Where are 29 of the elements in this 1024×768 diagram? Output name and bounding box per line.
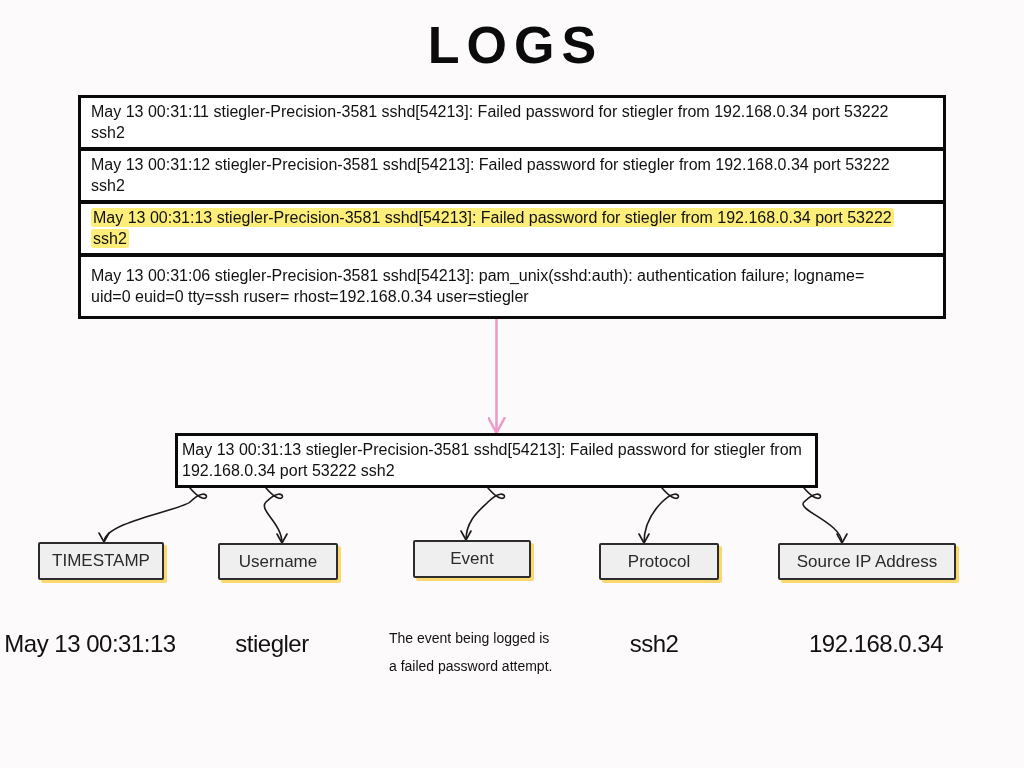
field-tag [413,540,531,578]
title: LOGS [426,15,604,76]
log-text: May 13 00:31:06 stiegler-Precision-3581 sshd[54213]: pam_unix(sshd:auth): authentication failure; logname= uid=0 euid=0 tty=ssh ruser= rhost=192.168.0.34 user=stiegler [91,266,866,307]
curly-arrow [263,487,287,544]
curly-arrow [802,487,847,544]
field-value: May 13 00:31:13 [4,629,176,659]
field-label: Username [238,551,318,572]
curly-arrow [101,487,208,543]
field-label: TIMESTAMP [52,551,150,571]
field-label: Source IP Address [796,551,938,572]
log-table [78,95,946,319]
field-label: Protocol [627,551,691,572]
highlighted-log-text: May 13 00:31:13 stiegler-Precision-3581 sshd[54213]: Failed password for stiegler from 192.168.0.34 port 53222 ssh2 [91,207,895,249]
curly-arrow [460,487,506,541]
curly-arrow [638,487,680,544]
log-text: May 13 00:31:13 stiegler-Precision-3581 sshd[54213]: Failed password for stiegler from 192.168.0.34 port 53222 ssh2 [182,440,803,481]
field-value: 192.168.0.34 [808,629,944,659]
field-tag [778,543,956,580]
log-text: May 13 00:31:12 stiegler-Precision-3581 sshd[54213]: Failed password for stiegler from 192.168.0.34 port 53222 ssh2 [91,155,891,196]
field-description: The event being logged is a failed password attempt. [389,629,554,676]
field-label: Event [450,549,494,569]
log-entry-box [175,433,818,488]
field-tag [218,543,338,580]
field-tag [38,542,164,580]
field-value: stiegler [235,629,309,659]
field-value: ssh2 [629,629,679,659]
field-tag [599,543,719,580]
log-text: May 13 00:31:11 stiegler-Precision-3581 sshd[54213]: Failed password for stiegler from 192.168.0.34 port 53222 ssh2 [91,102,890,143]
arrow [487,317,506,435]
